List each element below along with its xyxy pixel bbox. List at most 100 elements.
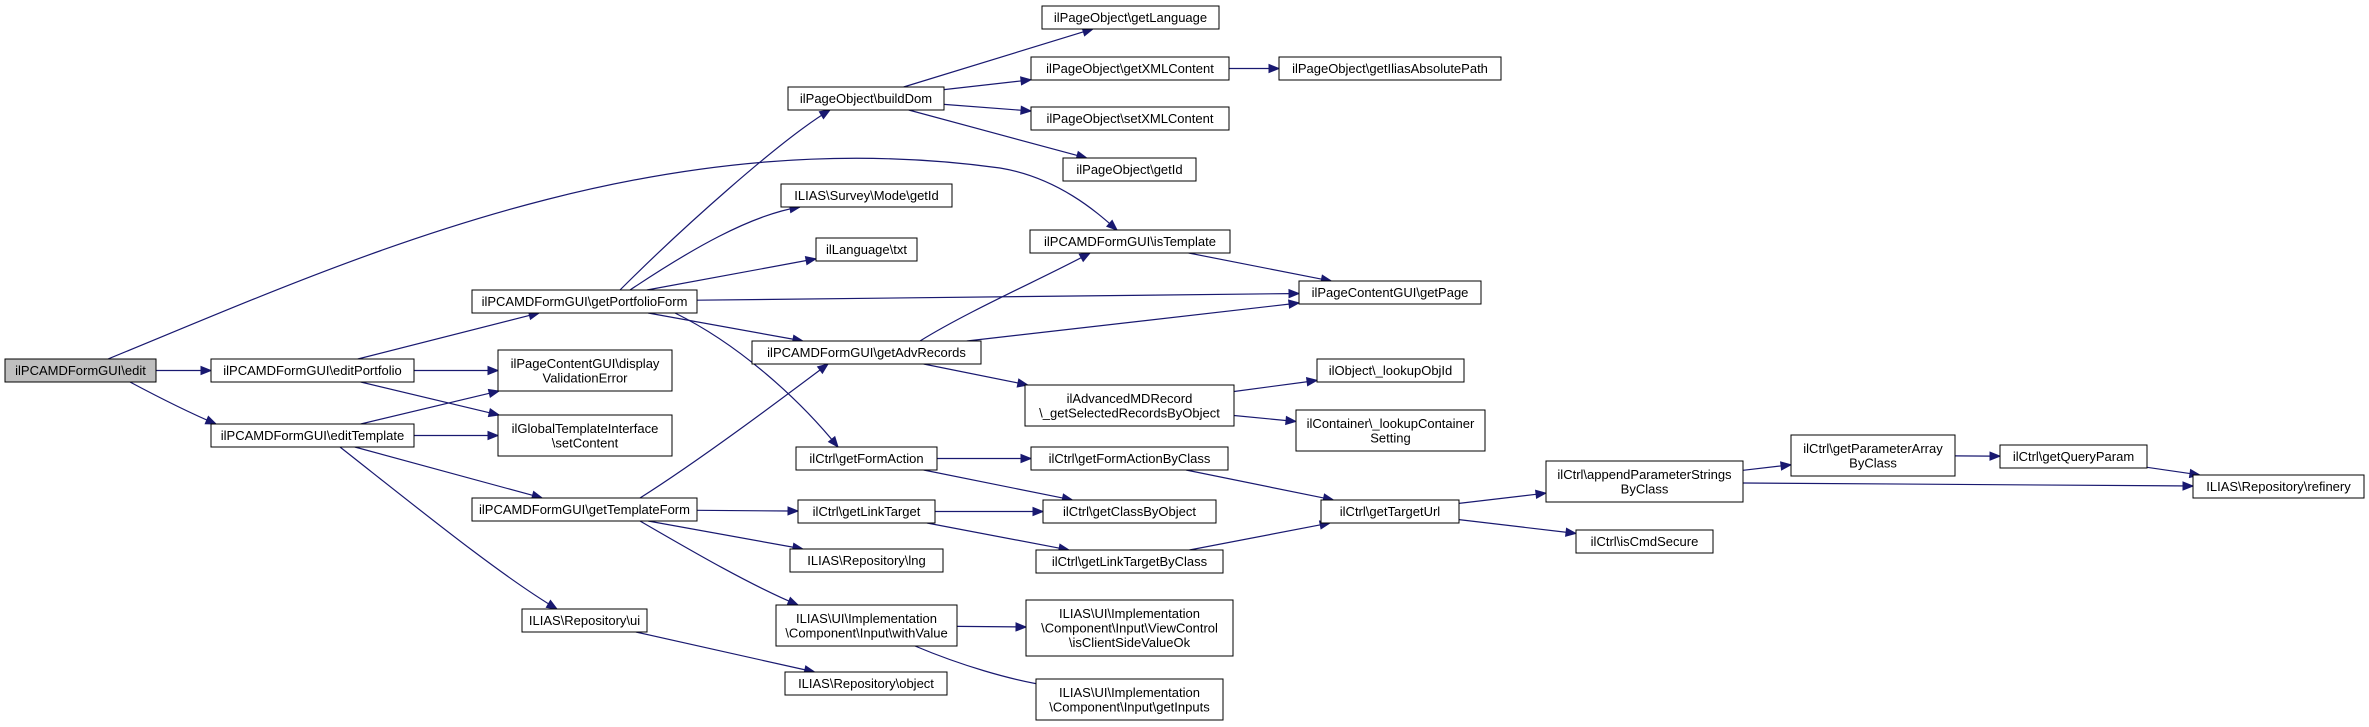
node-getAdvRecords[interactable]: ilPCAMDFormGUI\getAdvRecords [751, 340, 982, 365]
node-getPortfolioForm[interactable]: ilPCAMDFormGUI\getPortfolioForm [471, 289, 698, 314]
node-getFormActionByClass[interactable]: ilCtrl\getFormActionByClass [1030, 446, 1229, 471]
node-repoUi[interactable]: ILIAS\Repository\ui [521, 608, 648, 633]
node-box [471, 289, 698, 314]
arrowhead [1780, 461, 1793, 471]
node-getXMLContent[interactable]: ilPageObject\getXMLContent [1030, 56, 1230, 81]
node-getTemplateForm[interactable]: ilPCAMDFormGUI\getTemplateForm [471, 497, 698, 522]
node-label: \isClientSideValueOk [1069, 635, 1191, 650]
node-surveyGetId[interactable]: ILIAS\Survey\Mode\getId [780, 183, 953, 208]
node-box [1030, 106, 1230, 131]
node-label: ilPageContentGUI\getPage [1312, 285, 1469, 300]
node-getLanguage[interactable]: ilPageObject\getLanguage [1041, 5, 1220, 30]
node-box [1575, 529, 1714, 554]
node-box [1316, 358, 1465, 383]
node-getLinkTargetByClass[interactable]: ilCtrl\getLinkTargetByClass [1035, 549, 1224, 574]
arrowhead [204, 415, 218, 425]
node-getTargetUrl[interactable]: ilCtrl\getTargetUrl [1320, 499, 1460, 524]
node-box [2192, 474, 2365, 499]
node-box [210, 358, 415, 383]
node-label: ilPageObject\getId [1076, 162, 1182, 177]
node-getPage[interactable]: ilPageContentGUI\getPage [1298, 280, 1482, 305]
node-box [1042, 499, 1217, 524]
node-label: ilCtrl\getTargetUrl [1340, 504, 1441, 519]
node-label: ilObject\_lookupObjId [1329, 363, 1453, 378]
edge-buildDom-to-setXMLContent [943, 103, 1033, 115]
node-box [815, 237, 918, 262]
arrowhead [2182, 481, 2195, 491]
node-poGetId[interactable]: ilPageObject\getId [1062, 157, 1197, 182]
arrowhead [487, 430, 500, 441]
arrowhead [787, 506, 800, 516]
node-getClassByObject[interactable]: ilCtrl\getClassByObject [1042, 499, 1217, 524]
node-label: ILIAS\Repository\refinery [2206, 479, 2351, 494]
node-isCmdSecure[interactable]: ilCtrl\isCmdSecure [1575, 529, 1714, 554]
node-label: ilPCAMDFormGUI\isTemplate [1044, 234, 1216, 249]
node-getLinkTarget[interactable]: ilCtrl\getLinkTarget [797, 499, 936, 524]
edge-buildDom-to-getXMLContent [943, 76, 1033, 91]
edge-getLinkTargetByClass-to-getTargetUrl [1189, 520, 1332, 551]
edge-editPortfolio-to-setContent [360, 381, 501, 418]
node-label: Setting [1370, 430, 1410, 445]
edge-getPortfolioForm-to-langTxt [646, 256, 818, 291]
node-box [471, 497, 698, 522]
edge-getXMLContent-to-getIliasAbsolutePath [1229, 63, 1281, 74]
edge-appendParameterStrings-to-refinery [1742, 481, 2195, 491]
node-getQueryParam[interactable]: ilCtrl\getQueryParam [1999, 444, 2148, 469]
edge-getLinkTarget-to-getClassByObject [935, 506, 1045, 517]
node-setContent[interactable]: ilGlobalTemplateInterface\setContent [497, 414, 673, 457]
node-isClientSideValueOk[interactable]: ILIAS\UI\Implementation\Component\Input\… [1025, 599, 1234, 657]
edge-getAdvRecords-to-isTemplate [919, 252, 1092, 342]
edge-appendParameterStrings-to-getParameterArray [1742, 461, 1793, 471]
edge-getTargetUrl-to-appendParameterStrings [1458, 489, 1548, 504]
node-isTemplate[interactable]: ilPCAMDFormGUI\isTemplate [1029, 229, 1231, 254]
node-box [1278, 56, 1502, 81]
arrowhead [487, 407, 501, 418]
node-box [1035, 678, 1224, 721]
arrowhead [545, 599, 559, 610]
arrowhead [827, 435, 839, 449]
node-label: ILIAS\UI\Implementation [796, 611, 937, 626]
edge-editTemplate-to-setContent [414, 430, 500, 441]
arrowhead [1305, 377, 1319, 387]
node-langTxt[interactable]: ilLanguage\txt [815, 237, 918, 262]
node-label: ILIAS\UI\Implementation [1059, 606, 1200, 621]
node-label: ilContainer\_lookupContainer [1307, 416, 1475, 431]
node-box [1062, 157, 1197, 182]
node-box [521, 608, 648, 633]
node-box [751, 340, 982, 365]
node-withValue[interactable]: ILIAS\UI\Implementation\Component\Input\… [775, 604, 958, 647]
arrowhead [1020, 76, 1033, 86]
node-editPortfolio[interactable]: ilPCAMDFormGUI\editPortfolio [210, 358, 415, 383]
node-label: ilPCAMDFormGUI\editPortfolio [223, 363, 401, 378]
edge-getFormAction-to-getFormActionByClass [937, 453, 1033, 464]
node-box [1298, 280, 1482, 305]
node-setXMLContent[interactable]: ilPageObject\setXMLContent [1030, 106, 1230, 131]
node-getSelectedRecords[interactable]: ilAdvancedMDRecord\_getSelectedRecordsBy… [1024, 384, 1235, 427]
node-box [1320, 499, 1460, 524]
node-edit[interactable]: ilPCAMDFormGUI\edit [4, 358, 157, 383]
edge-getAdvRecords-to-getPage [966, 299, 1301, 342]
node-getIliasAbsolutePath[interactable]: ilPageObject\getIliasAbsolutePath [1278, 56, 1502, 81]
node-editTemplate[interactable]: ilPCAMDFormGUI\editTemplate [210, 423, 415, 448]
node-box [1025, 599, 1234, 657]
edge-getPortfolioForm-to-getAdvRecords [647, 312, 805, 344]
node-repoLng[interactable]: ILIAS\Repository\lng [789, 548, 944, 573]
node-box [1041, 5, 1220, 30]
node-box [797, 499, 936, 524]
node-label: \_getSelectedRecordsByObject [1039, 405, 1220, 420]
node-buildDom[interactable]: ilPageObject\buildDom [787, 86, 945, 111]
node-box [1030, 56, 1230, 81]
node-label: ilLanguage\txt [826, 242, 907, 257]
node-getInputs[interactable]: ILIAS\UI\Implementation\Component\Input\… [1035, 678, 1224, 721]
node-lookupObjId[interactable]: ilObject\_lookupObjId [1316, 358, 1465, 383]
node-getFormAction[interactable]: ilCtrl\getFormAction [795, 446, 938, 471]
edge-edit-to-editPortfolio [156, 365, 213, 376]
node-refinery[interactable]: ILIAS\Repository\refinery [2192, 474, 2365, 499]
node-label: \setContent [552, 435, 619, 450]
node-repoObject[interactable]: ILIAS\Repository\object [784, 671, 948, 696]
edge-getTemplateForm-to-getAdvRecords [639, 363, 830, 499]
